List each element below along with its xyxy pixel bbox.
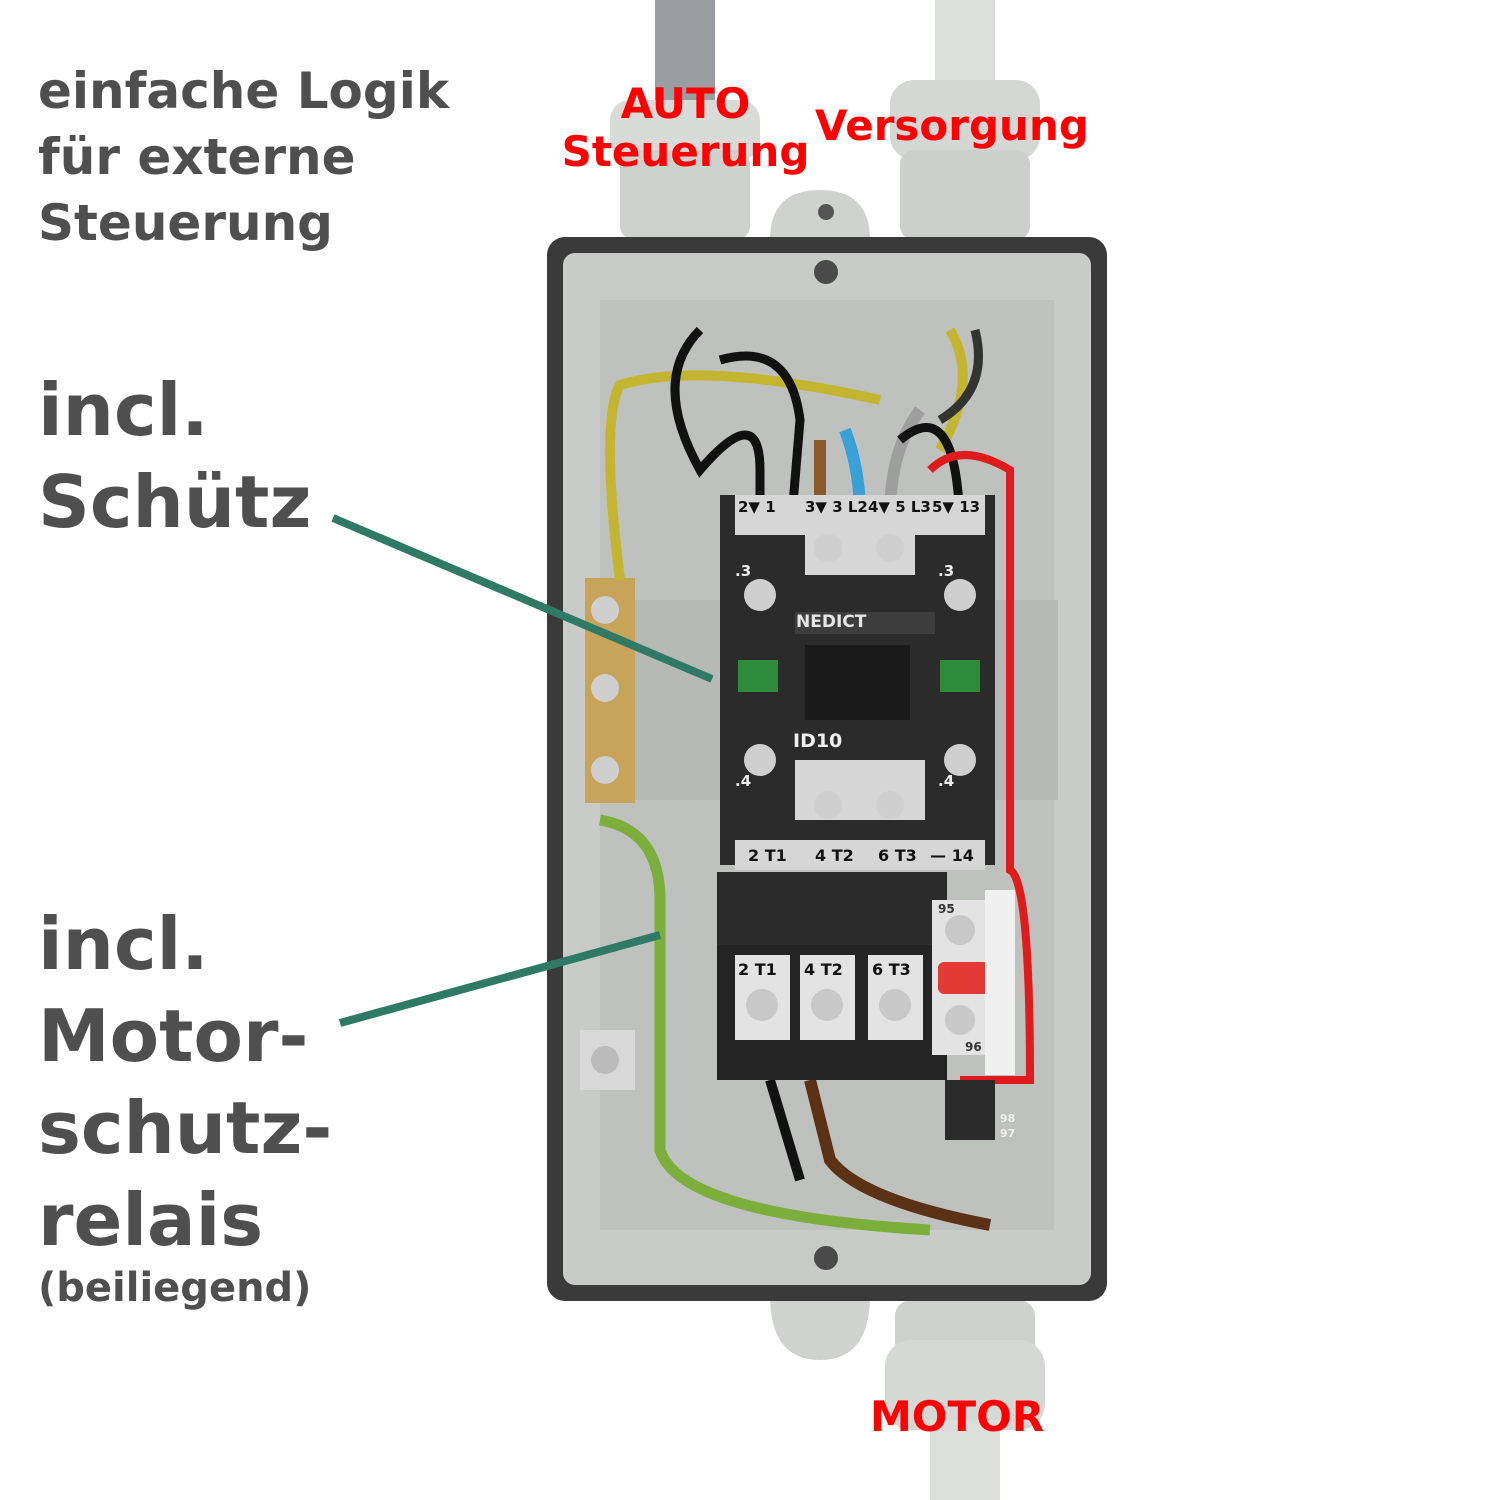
label-auto-line-1: AUTO (620, 79, 751, 128)
label-auto-control: AUTO Steuerung (548, 80, 823, 176)
aux-top-left: .3 (735, 562, 752, 580)
device-brand: NEDICT (796, 612, 867, 632)
terminal-top-3: 4▼ 5 L3 (868, 498, 931, 516)
intro-line-1: einfache Logik (38, 62, 450, 120)
callout-contactor-line-2: Schütz (38, 460, 312, 544)
motor-protection-relay (717, 872, 1015, 1140)
terminal-bottom-4: — 14 (930, 846, 974, 865)
label-motor: MOTOR (870, 1392, 1045, 1441)
intro-line-2: für externe (38, 128, 356, 186)
relay-aux-98: 98 (1000, 1112, 1016, 1125)
cable-supply (890, 0, 1040, 240)
aux-bottom-right: .4 (938, 772, 955, 790)
intro-line-3: Steuerung (38, 194, 333, 252)
label-auto-line-2: Steuerung (561, 127, 810, 176)
terminal-top-4: 5▼ 13 (932, 498, 981, 516)
intro-text: einfache Logik für externe Steuerung (38, 58, 449, 256)
cable-auto (610, 0, 760, 240)
relay-terminal-2: 4 T2 (804, 960, 843, 979)
device-model: ID10 (793, 730, 843, 752)
contactor (720, 495, 995, 870)
pointer-line-relay (338, 931, 662, 1027)
callout-relay-note: (beiliegend) (38, 1265, 312, 1311)
callout-relay-line-3: schutz- (38, 1086, 333, 1170)
terminal-bottom-3: 6 T3 (878, 846, 917, 865)
terminal-top-2: 3▼ 3 L2 (805, 498, 868, 516)
callout-contactor: incl. Schütz (38, 364, 311, 548)
relay-aux-95: 95 (938, 902, 955, 916)
pointer-line-contactor (331, 514, 714, 683)
callout-relay-line-4: relais (38, 1178, 264, 1262)
terminal-bottom-2: 4 T2 (815, 846, 854, 865)
relay-aux-97: 97 (1000, 1127, 1016, 1140)
earth-terminal (580, 578, 635, 1090)
terminal-bottom-1: 2 T1 (748, 846, 787, 865)
callout-relay: incl. Motor- schutz- relais (38, 898, 332, 1266)
callout-relay-line-2: Motor- (38, 994, 309, 1078)
label-supply: Versorgung (815, 101, 1089, 150)
relay-aux-96: 96 (965, 1040, 982, 1054)
relay-terminal-3: 6 T3 (872, 960, 911, 979)
relay-terminal-1: 2 T1 (738, 960, 777, 979)
callout-relay-line-1: incl. (38, 902, 209, 986)
terminal-top-1: 2▼ 1 (738, 498, 776, 516)
aux-top-right: .3 (938, 562, 955, 580)
cable-motor (885, 1300, 1045, 1500)
callout-contactor-line-1: incl. (38, 368, 209, 452)
aux-bottom-left: .4 (735, 772, 752, 790)
